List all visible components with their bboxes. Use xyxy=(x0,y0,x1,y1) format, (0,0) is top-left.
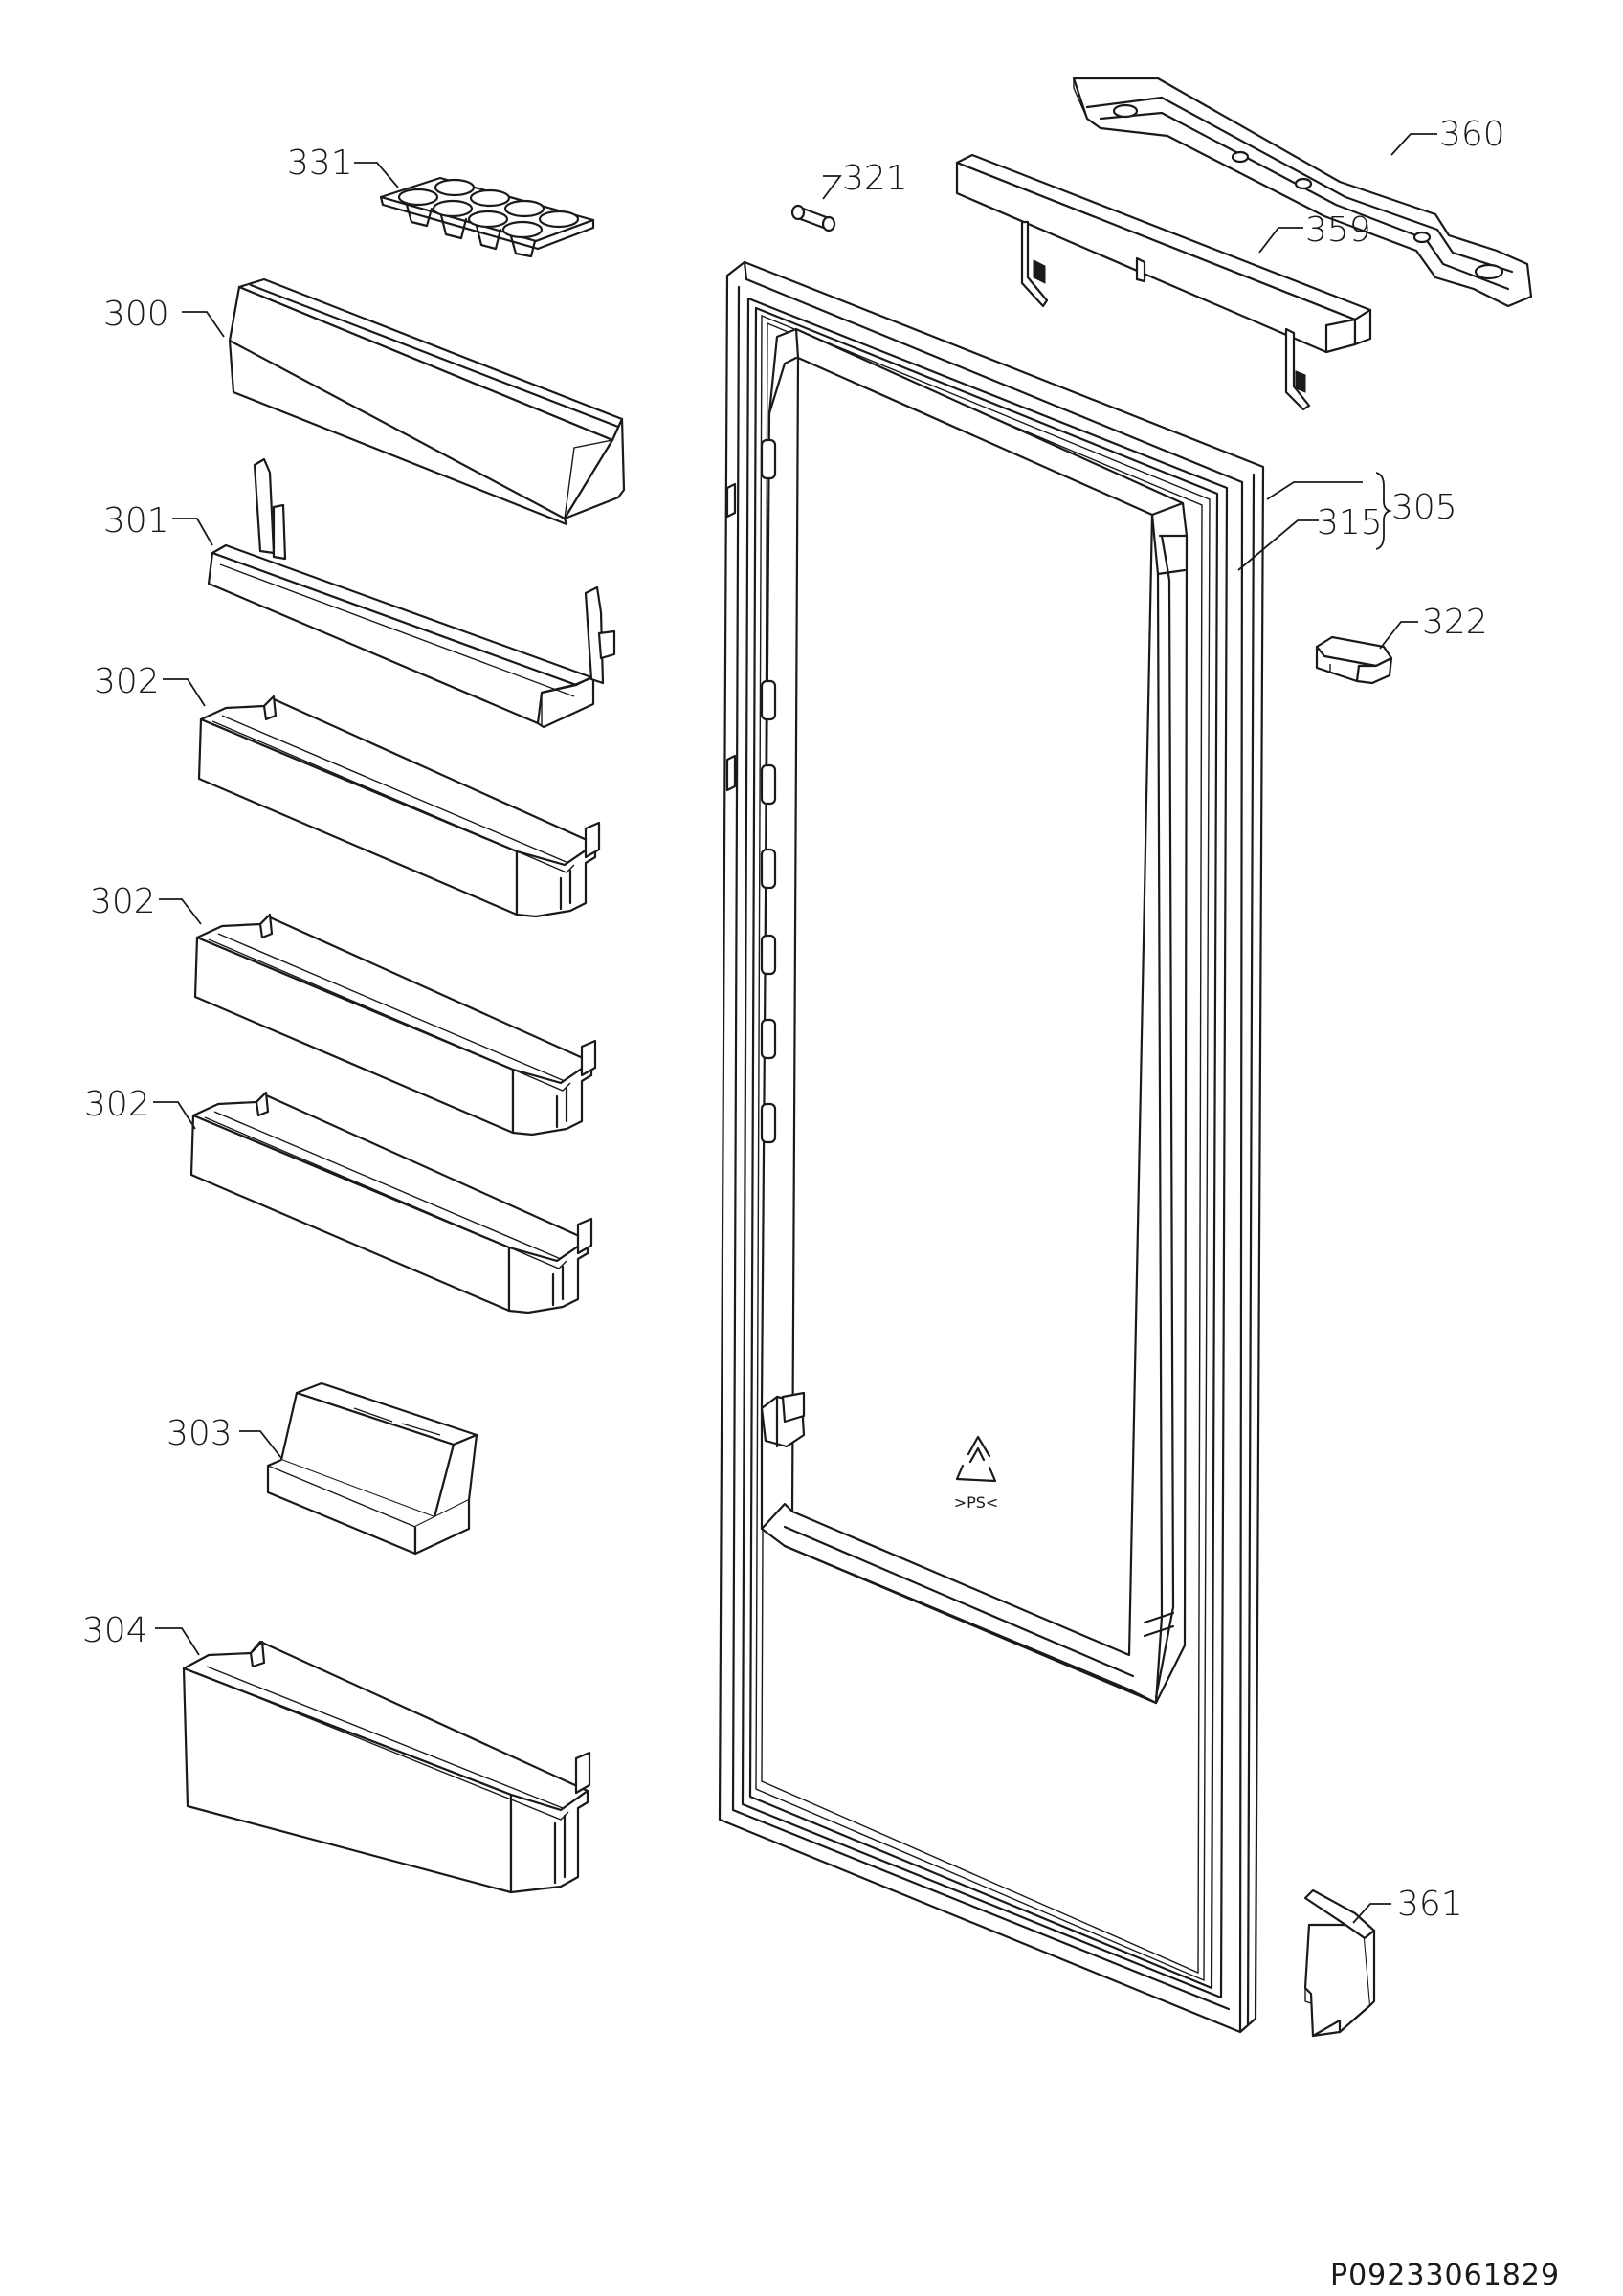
svg-text:>PS<: >PS< xyxy=(954,1493,999,1512)
part-300-covered-shelf xyxy=(228,277,626,526)
label-315: 315 xyxy=(1317,503,1383,542)
liner-rail-holders xyxy=(760,438,777,1144)
label-303: 303 xyxy=(167,1414,233,1453)
label-359: 359 xyxy=(1305,210,1371,250)
leader-lines xyxy=(153,133,1437,1924)
label-360: 360 xyxy=(1439,115,1505,154)
part-322-block xyxy=(1315,635,1393,685)
part-304-large-door-shelf xyxy=(182,1640,591,1894)
label-302-c: 302 xyxy=(84,1085,150,1124)
recycling-symbol-icon: >PS< xyxy=(954,1435,999,1512)
part-331-egg-tray xyxy=(379,176,595,258)
reference-code: P09233061829 xyxy=(1330,2259,1560,2292)
label-361: 361 xyxy=(1397,1885,1463,1924)
label-331: 331 xyxy=(287,144,353,183)
label-321: 321 xyxy=(842,159,908,198)
part-labels: 331 300 301 302 302 302 303 304 321 359 … xyxy=(82,115,1560,2292)
part-321-pin xyxy=(790,204,836,232)
part-360-hinge-bracket xyxy=(1072,77,1533,308)
part-361-bottom-cover xyxy=(1303,1888,1376,2038)
part-301-door-shelf xyxy=(207,457,616,729)
label-304: 304 xyxy=(82,1611,148,1650)
part-305-door-assembly: >PS< xyxy=(718,260,1265,2034)
part-359-top-cover xyxy=(955,153,1372,411)
label-305: 305 xyxy=(1391,488,1457,527)
label-302-a: 302 xyxy=(94,662,160,701)
label-302-b: 302 xyxy=(90,882,156,921)
label-300: 300 xyxy=(103,295,169,334)
label-322: 322 xyxy=(1422,603,1488,642)
part-303-small-box xyxy=(266,1381,478,1556)
part-302-door-shelf-b xyxy=(193,913,597,1137)
label-301: 301 xyxy=(103,501,169,541)
part-302-door-shelf-a xyxy=(197,695,601,918)
part-302-door-shelf-c xyxy=(189,1091,593,1314)
